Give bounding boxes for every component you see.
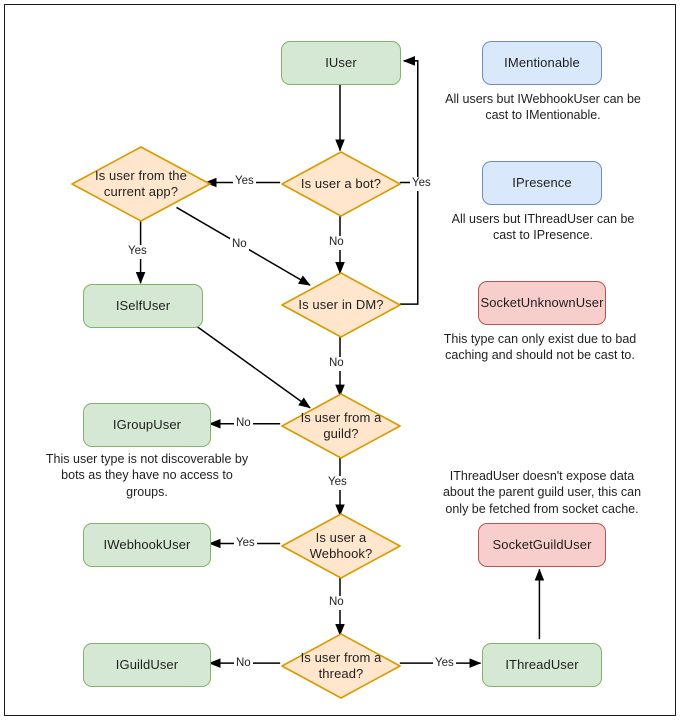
note-socketguilduser: IThreadUser doesn't expose data about th… [442,469,642,516]
diamond-shape [281,393,401,459]
node-iuser[interactable]: IUser [281,41,401,85]
edge-label-guild-yes: Yes [326,476,349,490]
edge-label-current-app-no: No [230,238,249,252]
diamond-shape [281,633,401,699]
note-igroupuser: This user type is not discoverable by bo… [45,452,249,499]
node-is-user-from-thread[interactable]: Is user from a thread? [281,633,401,699]
edge-label-current-app-yes: Yes [233,175,256,189]
node-socketunknownuser[interactable]: SocketUnknownUser [478,281,606,325]
edge-isbot-yes-to-iuser [399,56,419,184]
diamond-shape [281,513,401,579]
node-is-user-in-dm[interactable]: Is user in DM? [281,272,401,338]
node-ipresence-label: IPresence [512,175,572,191]
node-ithreaduser-label: IThreadUser [505,657,579,673]
node-iguilduser[interactable]: IGuildUser [83,643,211,687]
diamond-shape [281,272,401,338]
node-iselfuser[interactable]: ISelfUser [83,284,203,328]
note-ipresence: All users but IThreadUser can be cast to… [451,212,635,243]
node-iwebhookuser-label: IWebhookUser [103,537,191,553]
diamond-shape [71,146,211,222]
node-socketguilduser[interactable]: SocketGuildUser [478,523,606,567]
node-is-user-a-webhook-label: Is user a Webhook? [309,530,373,561]
node-igroupuser[interactable]: IGroupUser [83,403,211,447]
node-igroupuser-label: IGroupUser [112,417,182,433]
node-is-user-from-guild-label: Is user from a guild? [300,410,382,441]
node-socketunknownuser-label: SocketUnknownUser [480,295,604,311]
node-is-user-from-current-app-label: Is user from the current app? [95,168,187,199]
edge-label-bot-yes: Yes [410,177,433,191]
diagram-canvas: IUser Is user a bot? Is user from the cu… [4,4,676,716]
edge-label-bot-no: No [327,236,346,250]
edge-label-guild-no: No [234,417,253,431]
edge-label-dm-no: No [327,357,346,371]
node-iselfuser-label: ISelfUser [115,298,171,314]
node-imentionable-label: IMentionable [504,55,580,71]
node-socketguilduser-label: SocketGuildUser [492,537,592,553]
edge-label-webhook-no: No [327,596,346,610]
node-is-user-a-bot[interactable]: Is user a bot? [281,151,401,217]
node-ithreaduser[interactable]: IThreadUser [482,643,602,687]
node-iguilduser-label: IGuildUser [115,657,179,673]
node-is-user-in-dm-label: Is user in DM? [298,297,384,313]
edge-label-thread-no: No [234,657,253,671]
note-imentionable: All users but IWebhookUser can be cast t… [445,92,641,123]
node-is-user-a-webhook[interactable]: Is user a Webhook? [281,513,401,579]
node-is-user-a-bot-label: Is user a bot? [300,176,382,192]
node-imentionable[interactable]: IMentionable [482,41,602,85]
edge-label-webhook-yes: Yes [234,537,257,551]
node-is-user-from-current-app[interactable]: Is user from the current app? [71,146,211,222]
edge-label-current-app-yes-down: Yes [126,245,149,259]
node-ipresence[interactable]: IPresence [482,161,602,205]
edge-label-thread-yes: Yes [433,657,456,671]
diamond-shape [281,151,401,217]
node-iuser-label: IUser [325,55,357,71]
node-iwebhookuser[interactable]: IWebhookUser [83,523,211,567]
node-is-user-from-guild[interactable]: Is user from a guild? [281,393,401,459]
node-is-user-from-thread-label: Is user from a thread? [300,650,382,681]
note-socketunknownuser: This type can only exist due to bad cach… [443,332,637,363]
